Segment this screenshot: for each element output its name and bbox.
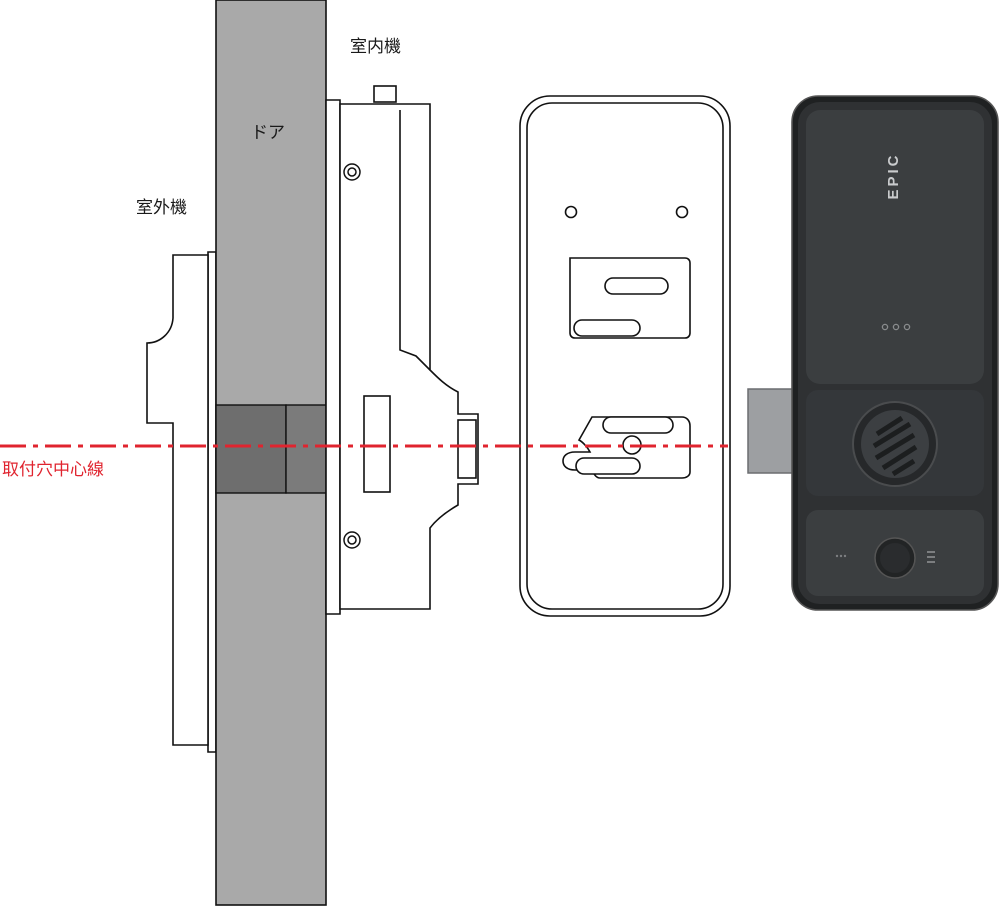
battery-cover (806, 110, 984, 384)
center-line-label: 取付穴中心線 (2, 460, 104, 480)
indicator-dots (881, 323, 911, 331)
indoor-side-screw-bottom (343, 531, 361, 549)
door-bore-inner (285, 404, 327, 494)
outdoor-unit-label: 室外機 (136, 198, 187, 218)
mounting-plate (519, 95, 731, 617)
indoor-unit-front: EPIC (747, 95, 999, 611)
door-label: ドア (251, 123, 285, 143)
mode-indicator (927, 551, 935, 563)
indoor-unit-side (325, 85, 479, 615)
button-cluster (835, 554, 847, 558)
outdoor-unit-side (146, 251, 217, 753)
indoor-side-screw-top (343, 163, 361, 181)
door-bore-outer (215, 404, 287, 494)
indoor-unit-label: 室内機 (350, 37, 401, 57)
brand-logo: EPIC (885, 152, 902, 199)
thumb-turn-knob (852, 401, 938, 487)
fingerprint-button (874, 537, 916, 579)
